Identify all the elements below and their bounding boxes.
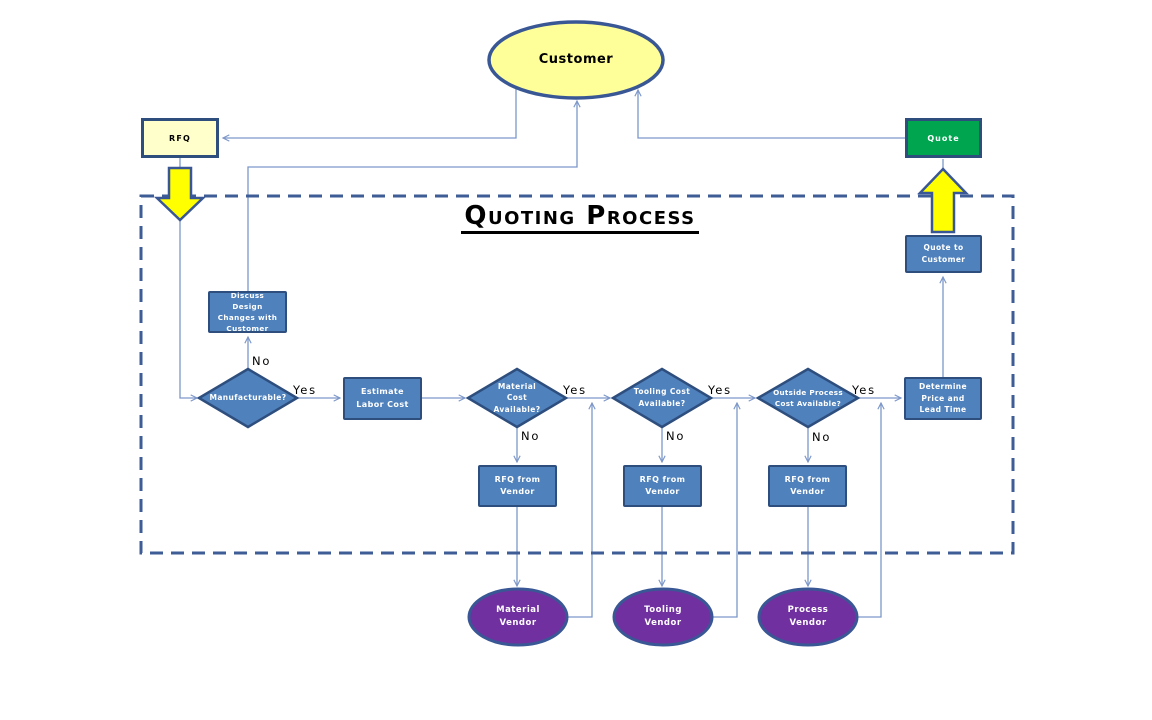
edge-process-vendor-return bbox=[856, 401, 885, 618]
edge-label-tooling-yes: Yes bbox=[708, 383, 732, 397]
edge-label-manufacturable-yes: Yes bbox=[293, 383, 317, 397]
process-vendor-ellipse bbox=[757, 587, 859, 647]
edge-material-vendor-return bbox=[566, 401, 596, 618]
node-rfq: RFQ bbox=[141, 118, 219, 158]
node-estimate-labor: Estimate Labor Cost bbox=[343, 377, 422, 420]
tooling-vendor-ellipse bbox=[612, 587, 714, 647]
edge-customer-to-rfq bbox=[221, 87, 517, 142]
node-determine-price: Determine Price and Lead Time bbox=[904, 377, 982, 420]
edge-label-material-no: No bbox=[521, 429, 541, 443]
node-quote: Quote bbox=[905, 118, 982, 158]
node-discuss-design-label: Discuss Design Changes with Customer bbox=[217, 290, 278, 334]
edge-label-manufacturable-no: No bbox=[252, 354, 272, 368]
edge-label-outside-yes: Yes bbox=[852, 383, 876, 397]
node-estimate-labor-label: Estimate Labor Cost bbox=[356, 387, 409, 409]
node-rfq-from-vendor-2-label: RFQ from Vendor bbox=[639, 474, 686, 496]
node-quote-to-customer-label: Quote to Customer bbox=[921, 243, 966, 264]
edge-discuss-to-customer bbox=[247, 99, 581, 291]
node-rfq-label: RFQ bbox=[168, 133, 192, 143]
node-rfq-from-vendor-3-label: RFQ from Vendor bbox=[784, 474, 831, 496]
node-rfq-from-vendor-1-label: RFQ from Vendor bbox=[494, 474, 541, 496]
edge-label-tooling-no: No bbox=[666, 429, 686, 443]
edge-label-material-yes: Yes bbox=[563, 383, 587, 397]
block-arrow-up bbox=[917, 167, 969, 234]
tooling-cost-diamond bbox=[610, 367, 714, 429]
diagram-title: Quoting Process bbox=[420, 201, 740, 234]
node-rfq-from-vendor-1: RFQ from Vendor bbox=[478, 465, 557, 507]
node-rfq-from-vendor-2: RFQ from Vendor bbox=[623, 465, 702, 507]
block-arrow-down bbox=[153, 166, 207, 222]
outside-process-diamond bbox=[755, 367, 861, 429]
edge-quote-to-customer bbox=[634, 88, 905, 139]
manufacturable-diamond bbox=[196, 367, 300, 429]
edge-label-outside-no: No bbox=[812, 430, 832, 444]
edge-tooling-vendor-return bbox=[711, 401, 741, 618]
node-rfq-from-vendor-3: RFQ from Vendor bbox=[768, 465, 847, 507]
node-discuss-design: Discuss Design Changes with Customer bbox=[208, 291, 287, 333]
material-vendor-ellipse bbox=[467, 587, 569, 647]
edge-rfq-to-manufacturable bbox=[179, 158, 199, 402]
material-cost-diamond bbox=[465, 367, 569, 429]
node-determine-price-label: Determine Price and Lead Time bbox=[918, 382, 968, 415]
node-quote-to-customer: Quote to Customer bbox=[905, 235, 982, 273]
node-quote-label: Quote bbox=[927, 133, 960, 143]
customer-ellipse bbox=[487, 20, 665, 100]
process-boundary bbox=[139, 194, 1015, 555]
